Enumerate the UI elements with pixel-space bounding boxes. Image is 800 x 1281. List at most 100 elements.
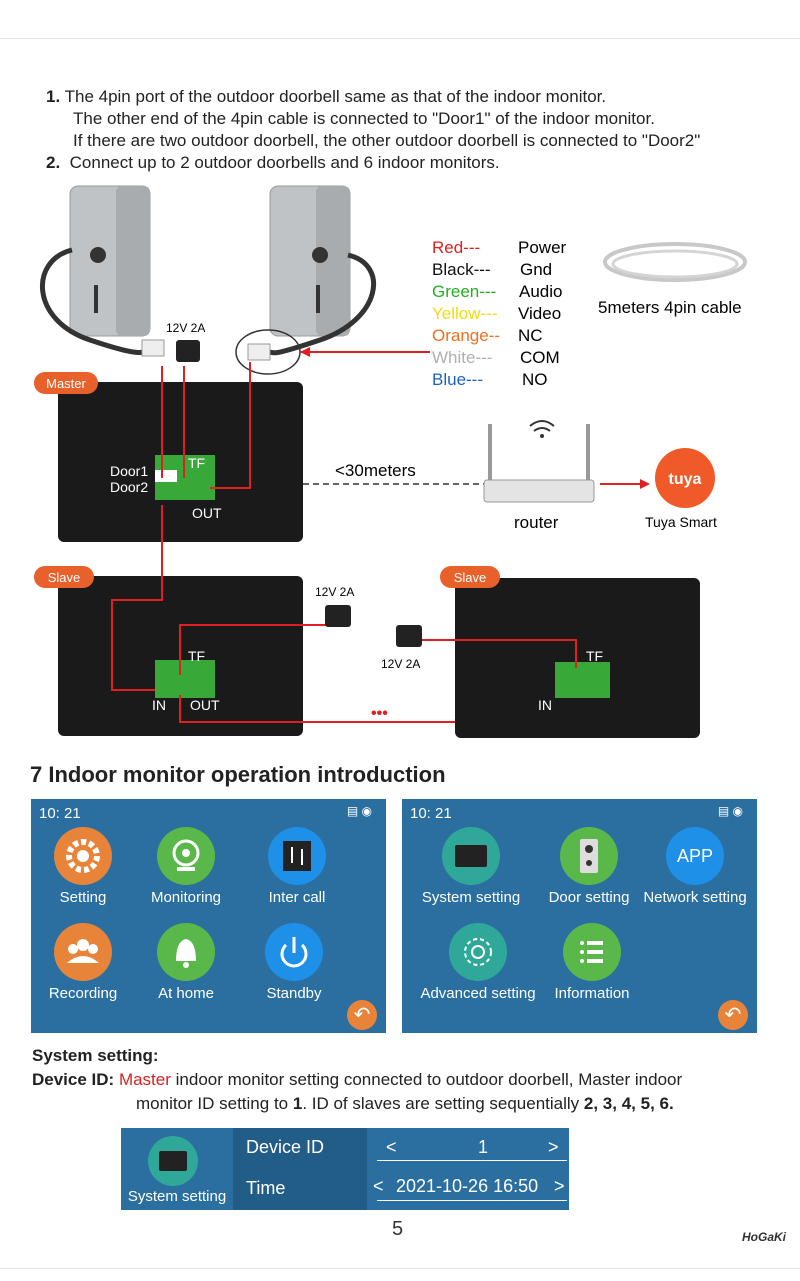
svg-text:Green---: Green---: [432, 282, 496, 301]
power-icon: [265, 923, 323, 981]
brand-logo: HoGaKi: [742, 1230, 787, 1244]
tile-door-setting[interactable]: Door setting: [534, 827, 644, 906]
list-icon: [563, 923, 621, 981]
svg-text:OUT: OUT: [190, 697, 220, 713]
outdoor-doorbell-2: [259, 185, 376, 356]
svg-text:White---: White---: [432, 348, 492, 367]
monitor-icon: [442, 827, 500, 885]
main-menu-screen: 10: 21 ▤ ◉ Setting Monitoring Inter call…: [31, 799, 386, 1033]
section-title: 7 Indoor monitor operation introduction: [30, 762, 446, 787]
power-adapter-3: [396, 625, 422, 647]
time-label: Time: [246, 1178, 286, 1198]
svg-text:12V 2A: 12V 2A: [381, 657, 420, 671]
instruction-line-3: If there are two outdoor doorbell, the o…: [73, 131, 701, 150]
svg-text:12V 2A: 12V 2A: [166, 321, 205, 335]
svg-text:IN: IN: [152, 697, 166, 713]
back-arrow-icon[interactable]: ↶: [347, 1000, 377, 1030]
device-id-label: Device ID: [246, 1137, 325, 1157]
svg-text:Gnd: Gnd: [520, 260, 552, 279]
svg-text:Video: Video: [518, 304, 561, 323]
clock-text: 10: 21: [410, 805, 452, 822]
svg-text:router: router: [514, 513, 559, 532]
svg-text:tuya: tuya: [669, 471, 702, 488]
tuya-logo: [655, 448, 715, 508]
instruction-line-1: 1. The 4pin port of the outdoor doorbell…: [46, 87, 607, 106]
svg-text:12V 2A: 12V 2A: [315, 585, 354, 599]
svg-text:Power: Power: [518, 238, 567, 257]
device-id-value: 1: [478, 1137, 489, 1157]
svg-text:Orange--: Orange--: [432, 326, 500, 345]
tile-system-setting[interactable]: System setting: [416, 827, 526, 906]
tile-information[interactable]: Information: [537, 923, 647, 1002]
status-icons: ▤ ◉: [717, 804, 743, 818]
device-id-prev-button[interactable]: <: [386, 1137, 397, 1157]
tile-inter-call[interactable]: Inter call: [242, 827, 352, 906]
camera-icon: [157, 827, 215, 885]
router-device: [483, 420, 595, 503]
wiring-diagram: 12V 2A Master Door1 Door2 TF OUT <30mete…: [34, 185, 747, 738]
svg-text:Door1: Door1: [110, 463, 148, 479]
advanced-gear-icon: [449, 923, 507, 981]
svg-text:Slave: Slave: [48, 570, 81, 585]
svg-text:IN: IN: [538, 697, 552, 713]
bottom-divider: [0, 1268, 800, 1269]
connector-1: [141, 339, 165, 357]
svg-text:TF: TF: [188, 648, 205, 664]
setting-menu-screen: 10: 21 ▤ ◉ System setting Door setting A…: [402, 799, 757, 1033]
tile-standby[interactable]: Standby: [239, 923, 349, 1002]
svg-text:TF: TF: [586, 648, 603, 664]
power-adapter-2: [325, 605, 351, 627]
monitor-icon: [148, 1136, 198, 1186]
intercall-icon: [268, 827, 326, 885]
doorbell-icon: [560, 827, 618, 885]
top-divider: [0, 38, 800, 39]
tile-monitoring[interactable]: Monitoring: [131, 827, 241, 906]
cable-coil: [603, 242, 747, 282]
device-id-description: Device ID: Master indoor monitor setting…: [32, 1070, 683, 1113]
gear-icon: [54, 827, 112, 885]
people-icon: [54, 923, 112, 981]
back-arrow-icon[interactable]: ↶: [718, 1000, 748, 1030]
slave-badge-1: [34, 566, 94, 588]
svg-text:Tuya Smart: Tuya Smart: [645, 514, 717, 530]
svg-text:Slave: Slave: [454, 570, 487, 585]
page-number: 5: [392, 1218, 404, 1240]
clock-text: 10: 21: [39, 805, 81, 822]
wire-color-legend: Red--- Power Black--- Gnd Green--- Audio…: [432, 238, 567, 389]
tile-network-setting[interactable]: APP Network setting: [640, 827, 750, 906]
device-id-next-button[interactable]: >: [548, 1137, 559, 1157]
tile-setting[interactable]: Setting: [28, 827, 138, 906]
svg-text:Yellow---: Yellow---: [432, 304, 498, 323]
system-setting-tile[interactable]: System setting: [121, 1128, 233, 1210]
app-icon: APP: [666, 827, 724, 885]
master-badge: [34, 372, 98, 394]
svg-text:Door2: Door2: [110, 479, 148, 495]
svg-text:OUT: OUT: [192, 505, 222, 521]
slave-badge-2: [440, 566, 500, 588]
svg-text:5meters 4pin cable: 5meters 4pin cable: [598, 298, 742, 317]
instruction-line-4: 2. Connect up to 2 outdoor doorbells and…: [46, 153, 500, 172]
time-next-button[interactable]: >: [554, 1176, 565, 1196]
svg-text:NO: NO: [522, 370, 548, 389]
master-monitor: [58, 382, 303, 542]
svg-text:<30meters: <30meters: [335, 461, 416, 480]
slave-monitor-2: [455, 578, 700, 738]
status-icons: ▤ ◉: [346, 804, 372, 818]
tile-advanced-setting[interactable]: Advanced setting: [420, 923, 536, 1002]
svg-text:Blue---: Blue---: [432, 370, 483, 389]
svg-text:TF: TF: [188, 455, 205, 471]
svg-text:Red---: Red---: [432, 238, 480, 257]
svg-text:Black---: Black---: [432, 260, 491, 279]
tile-at-home[interactable]: At home: [131, 923, 241, 1002]
power-adapter-1: [176, 340, 200, 362]
outdoor-doorbell-1: [39, 185, 151, 355]
svg-text:NC: NC: [518, 326, 543, 345]
tile-recording[interactable]: Recording: [28, 923, 138, 1002]
svg-text:Audio: Audio: [519, 282, 562, 301]
svg-text:•••: •••: [371, 705, 388, 722]
device-settings-panel: System setting Device ID Time < 1 > < 20…: [121, 1128, 569, 1210]
time-value: 2021-10-26 16:50: [396, 1176, 539, 1196]
time-prev-button[interactable]: <: [373, 1176, 384, 1196]
instruction-line-2: The other end of the 4pin cable is conne…: [73, 109, 655, 128]
system-setting-heading: System setting:: [32, 1046, 159, 1065]
